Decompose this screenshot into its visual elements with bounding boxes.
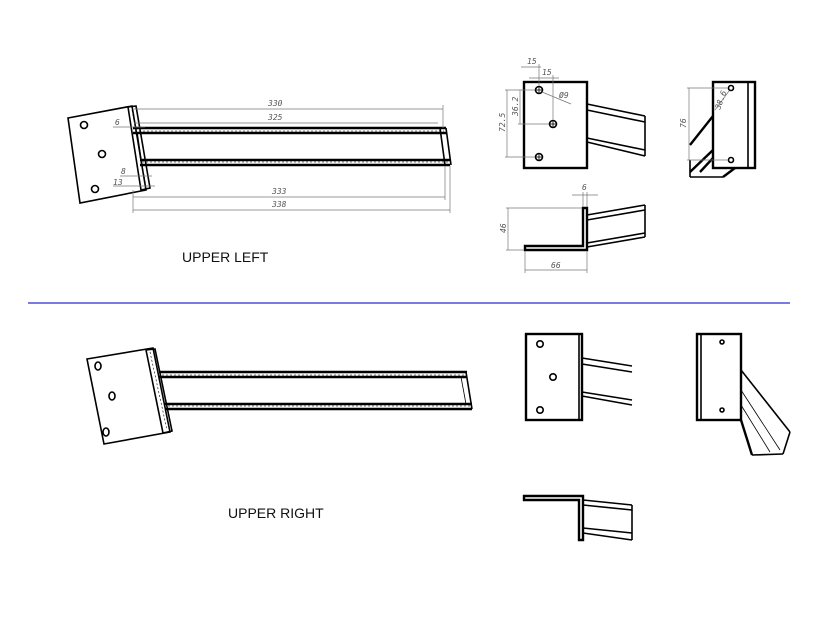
bolt-hole: [535, 405, 544, 414]
bolt-hole: [727, 156, 735, 164]
bolt-hole: [79, 120, 89, 130]
bolt-hole: [94, 361, 102, 371]
view-label-upper-right: UPPER RIGHT: [228, 505, 324, 521]
dim-6-thickness: 6: [582, 183, 587, 192]
detail-profile-view: 6 46 66: [499, 183, 646, 273]
plate-flange: [127, 105, 151, 191]
bolt-hole: [102, 427, 110, 437]
plate-front: [524, 332, 584, 422]
bolt-hole: [90, 184, 100, 194]
detail-front-view: 15 15 72.5 36.2 Ø9: [498, 57, 646, 170]
dimension-lines: [113, 105, 451, 213]
dim-38-6: 38.6: [713, 89, 728, 111]
bolt-hole: [97, 149, 107, 159]
plate-flange: [145, 348, 173, 434]
dim-76: 76: [679, 118, 688, 128]
lower-detail-front-view: [524, 332, 633, 422]
angle-profile: [522, 494, 585, 542]
dim-6: 6: [115, 118, 120, 127]
lower-detail-side-view: [695, 332, 791, 456]
dim-66: 66: [551, 261, 561, 270]
dim-15-b: 15: [542, 68, 552, 77]
bolt-hole: [548, 372, 557, 381]
plate-front: [522, 80, 589, 170]
mounting-plate: [67, 105, 147, 204]
angle-profile: [523, 206, 589, 252]
view-label-upper-left: UPPER LEFT: [182, 249, 269, 265]
upper-left-main-view: 330 325 6 8 13 333 338 UPPER LEFT: [67, 99, 452, 265]
dim-325: 325: [267, 113, 283, 122]
dim-333: 333: [271, 187, 287, 196]
upper-right-main-view: UPPER RIGHT: [86, 347, 473, 521]
dim-338: 338: [271, 200, 287, 209]
dim-8: 8: [121, 167, 126, 176]
lower-detail-profile-view: [522, 494, 633, 542]
dim-13: 13: [113, 178, 123, 187]
dim-46: 46: [499, 223, 508, 233]
dim-72-5: 72.5: [498, 113, 507, 132]
detail-side-view: 76 38.6: [679, 80, 757, 178]
bolt-hole: [719, 407, 725, 413]
dim-330: 330: [267, 99, 283, 108]
dim-36-2: 36.2: [511, 97, 520, 117]
dim-15-a: 15: [527, 57, 537, 66]
bolt-hole: [534, 85, 558, 162]
plate-side: [695, 332, 743, 422]
bolt-hole: [727, 84, 735, 92]
bolt-hole: [719, 339, 725, 345]
bolt-hole: [535, 339, 544, 348]
bolt-hole: [108, 391, 116, 401]
dim-hole-diameter: Ø9: [559, 90, 569, 100]
